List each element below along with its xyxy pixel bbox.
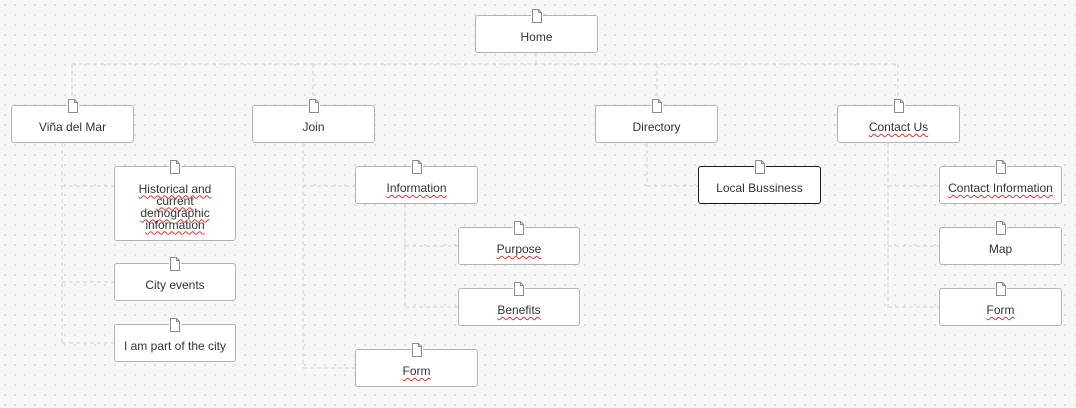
page-icon [513, 221, 525, 235]
page-icon [169, 257, 181, 271]
node-label: Contact Us [868, 120, 929, 134]
node-label: Purpose [496, 242, 542, 256]
page-icon [994, 221, 1007, 235]
node-label: Home [520, 30, 553, 44]
node-contact-form[interactable]: Form [939, 282, 1062, 326]
node-label: Map [988, 242, 1013, 256]
node-contact-us[interactable]: Contact Us [837, 99, 960, 143]
node-label: Historical and current demographic infor… [138, 181, 212, 232]
page-icon [513, 282, 525, 296]
page-icon [753, 160, 766, 174]
page-icon [994, 160, 1007, 174]
node-label: Contact Information [948, 181, 1053, 195]
node-label: Join [302, 120, 325, 134]
node-home[interactable]: Home [475, 9, 598, 53]
node-label: Local Bussiness [716, 181, 803, 195]
node-label: Viña del Mar [38, 120, 107, 134]
page-icon [410, 343, 423, 357]
page-icon [994, 282, 1007, 296]
node-label: Form [986, 303, 1015, 317]
node-benefits[interactable]: Benefits [458, 282, 580, 326]
node-label: City events [145, 278, 205, 292]
node-label: Benefits [497, 303, 541, 317]
page-icon [307, 99, 320, 113]
node-contact-information[interactable]: Contact Information [939, 160, 1062, 204]
page-icon [169, 160, 181, 174]
node-directory[interactable]: Directory [595, 99, 718, 143]
page-icon [650, 99, 663, 113]
page-icon [530, 9, 543, 23]
node-join[interactable]: Join [252, 99, 375, 143]
node-purpose[interactable]: Purpose [458, 221, 580, 265]
node-join-form[interactable]: Form [355, 343, 478, 387]
node-local-business[interactable]: Local Bussiness [698, 160, 821, 204]
page-icon [169, 318, 181, 332]
page-icon [410, 160, 423, 174]
node-label: I am part of the city [123, 339, 227, 353]
node-historical-demographic-info[interactable]: Historical and current demographic infor… [114, 160, 236, 241]
node-label: Directory [632, 120, 681, 134]
node-vina-del-mar[interactable]: Viña del Mar [11, 99, 134, 143]
page-icon [66, 99, 79, 113]
node-map[interactable]: Map [939, 221, 1062, 265]
node-label: Information [386, 181, 447, 195]
node-label: Form [402, 364, 431, 378]
node-information[interactable]: Information [355, 160, 478, 204]
node-city-events[interactable]: City events [114, 257, 236, 301]
page-icon [892, 99, 905, 113]
node-part-of-city[interactable]: I am part of the city [114, 318, 236, 362]
